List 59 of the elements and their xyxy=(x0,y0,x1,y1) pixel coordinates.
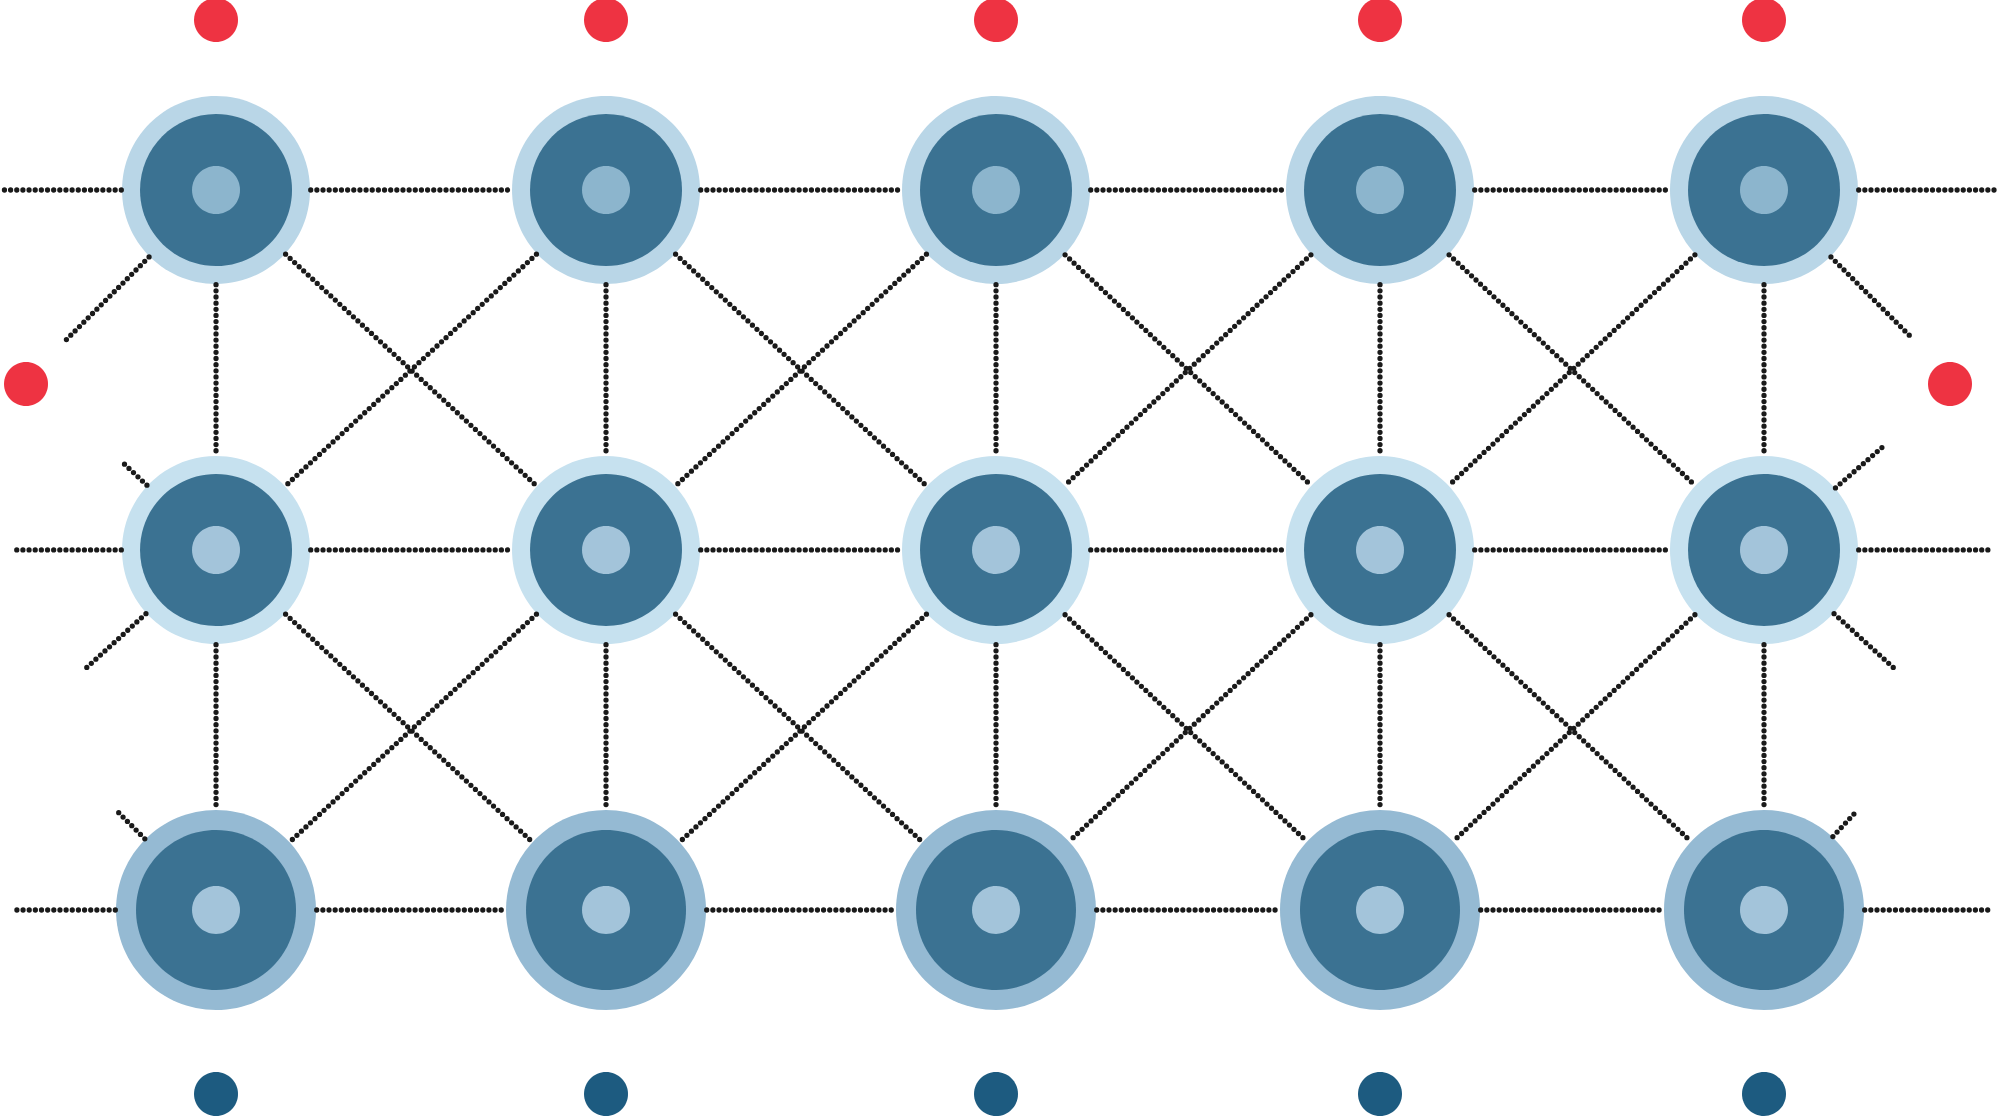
node-circle xyxy=(506,810,706,1010)
connector-line xyxy=(13,547,124,553)
node-circle xyxy=(122,96,310,284)
connector-line xyxy=(308,547,514,553)
connector-line xyxy=(9,907,118,913)
node-circle xyxy=(512,96,700,284)
connector-line xyxy=(993,642,999,812)
node-circle xyxy=(1664,810,1864,1010)
connector-line xyxy=(1377,282,1383,458)
connector-line xyxy=(213,642,219,812)
crossing-connector xyxy=(672,251,930,489)
crossing-connector xyxy=(282,611,540,845)
connector-line xyxy=(698,547,904,553)
connector-line xyxy=(1088,547,1288,553)
connector-line xyxy=(1828,254,1913,339)
node-circle xyxy=(1286,96,1474,284)
node-circle xyxy=(1670,456,1858,644)
connector-line xyxy=(603,642,609,812)
crossing-connector xyxy=(1062,612,1314,844)
node-circle xyxy=(116,810,316,1010)
crossing-connector xyxy=(1062,252,1314,488)
node-circle xyxy=(902,456,1090,644)
connector-line xyxy=(698,187,904,193)
connector-line xyxy=(1761,642,1767,812)
crossing-connector xyxy=(282,251,540,489)
connector-line xyxy=(1377,642,1383,812)
connector-line xyxy=(1472,187,1672,193)
connector-line xyxy=(1862,907,1991,913)
connector-line xyxy=(213,282,219,458)
node-circle xyxy=(512,456,700,644)
connector-line xyxy=(1472,547,1672,553)
connector-line xyxy=(1832,441,1889,491)
node-circle xyxy=(896,810,1096,1010)
connector-line xyxy=(704,907,898,913)
connector-line xyxy=(1856,547,1993,553)
connector-line xyxy=(113,807,148,842)
connector-line xyxy=(314,907,508,913)
connector-line xyxy=(603,282,609,458)
connector-line xyxy=(1478,907,1666,913)
connector-line xyxy=(1094,907,1282,913)
connector-line xyxy=(1761,282,1767,458)
connector-line xyxy=(1830,811,1857,840)
connector-line xyxy=(1856,187,2000,193)
node-circle xyxy=(122,456,310,644)
connector-line xyxy=(993,282,999,458)
connector-line xyxy=(117,457,150,488)
crossing-connector xyxy=(672,611,930,845)
connector-line xyxy=(0,187,124,193)
connector-line xyxy=(308,187,514,193)
connector-line xyxy=(1088,187,1288,193)
connector-line xyxy=(1831,611,1899,673)
connector-line xyxy=(81,611,149,673)
node-circle xyxy=(1286,456,1474,644)
node-circle xyxy=(1670,96,1858,284)
crossing-connector xyxy=(1446,612,1698,844)
node-circle xyxy=(1280,810,1480,1010)
node-circle xyxy=(902,96,1090,284)
crossing-connector xyxy=(1446,252,1698,488)
connector-line xyxy=(61,254,152,345)
